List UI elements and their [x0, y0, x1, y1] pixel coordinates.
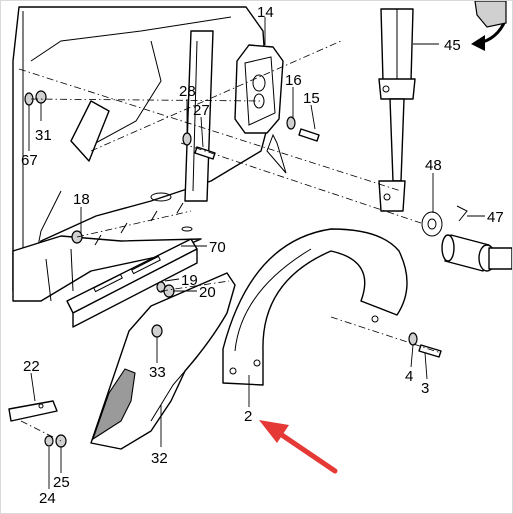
callout-28: 28	[179, 83, 196, 100]
callout-33: 33	[149, 364, 166, 381]
callout-32: 32	[151, 450, 168, 467]
highlight-arrow-shaft	[270, 426, 338, 474]
callout-20: 20	[199, 284, 216, 301]
frame-housing	[12, 6, 270, 302]
callout-15: 15	[303, 90, 320, 107]
highlight-arrow-head	[259, 420, 289, 443]
callout-19: 19	[181, 272, 198, 289]
callout-31: 31	[35, 127, 52, 144]
callout-labels: 14 45 16 15 28 27 31 67 48 47 18 70 19 2…	[21, 4, 504, 507]
callout-45: 45	[444, 37, 461, 54]
bracket-plate	[234, 44, 287, 174]
blade-plate-32	[90, 272, 236, 450]
highlight-arrow	[259, 420, 338, 474]
side-rail	[70, 30, 214, 202]
callout-47: 47	[487, 209, 504, 226]
callout-48: 48	[425, 157, 442, 174]
hinge-pin	[421, 205, 512, 272]
rotation-arrow-icon	[471, 1, 507, 51]
callout-14: 14	[257, 4, 274, 21]
callout-27: 27	[193, 102, 210, 119]
callout-16: 16	[285, 72, 302, 89]
leader-lines	[28, 17, 485, 489]
callout-18: 18	[73, 191, 90, 208]
center-lines	[18, 40, 442, 442]
callout-70: 70	[209, 239, 226, 256]
callout-24: 24	[39, 490, 56, 507]
side-bar-22	[8, 400, 58, 422]
callout-4: 4	[405, 368, 413, 385]
guard-plate-2	[222, 228, 408, 386]
callout-67: 67	[21, 152, 38, 169]
callout-3: 3	[421, 380, 429, 397]
slotted-bar-70	[66, 202, 198, 328]
callout-25: 25	[53, 474, 70, 491]
callout-2: 2	[244, 408, 252, 425]
callout-22: 22	[23, 358, 40, 375]
gas-spring	[378, 8, 416, 212]
